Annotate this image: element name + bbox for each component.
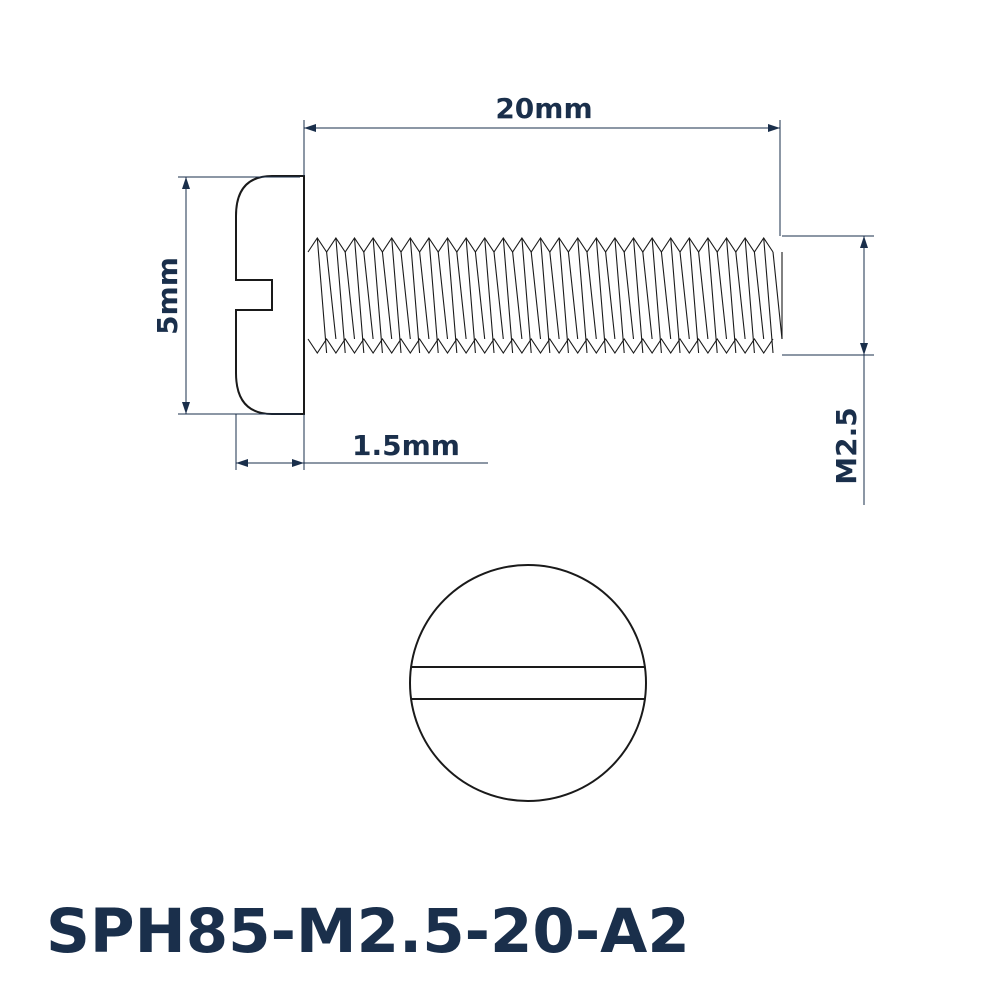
head-diameter-label: 5mm [151,257,184,335]
thread-root-line [474,251,486,340]
thread-crest-line [446,237,458,354]
screw-head-outline [235,175,305,415]
thread-root-line [419,251,430,340]
thread-root-line [605,251,616,340]
thread-root-line [642,251,653,340]
head-diameter-arrow-top [182,177,190,189]
thread-crest-line [484,237,495,354]
thread-size-dimension: M2.5 [782,235,874,505]
length-arrow-left [304,124,316,132]
threaded-shank [303,236,783,355]
head-height-arrow-right [292,459,304,467]
thread-root-line [698,251,709,340]
thread-crest-line [391,237,402,354]
thread-crest-line [688,237,700,354]
head-height-arrow-left [236,459,248,467]
head-diameter-arrow-bottom [182,402,190,414]
thread-crest-line [353,237,365,354]
thread-crest-line [502,237,514,354]
length-label: 20mm [495,92,592,125]
thread-crest-line [316,237,328,354]
thread-root-line [326,251,337,340]
thread-crest-line [670,237,681,354]
head-top-circle [409,564,647,802]
thread-crest-line [725,237,737,354]
thread-root-line [586,251,597,340]
thread-root-line [753,251,765,340]
head-diameter-dimension: 5mm [151,176,300,415]
thread-root-line [512,251,523,340]
thread-crest-line [521,237,532,354]
thread-crest-line [335,237,346,354]
thread-crest-line [632,237,644,354]
thread-crest-line [558,237,569,354]
thread-root-line [660,251,672,340]
thread-crest-line [409,237,421,354]
thread-root-line [344,251,356,340]
thread-root-line [493,251,504,340]
thread-root-line [567,251,579,340]
thread-crest-line [651,237,662,354]
thread-size-arrow-top [860,236,868,248]
thread-crest-line [707,237,718,354]
head-height-dimension: 1.5mm [235,414,488,470]
thread-root-line [381,251,393,340]
part-code: SPH85-M2.5-20-A2 [46,896,690,967]
thread-crest-line [465,237,476,354]
length-arrow-right [768,124,780,132]
head-height-label: 1.5mm [352,429,460,462]
thread-root-line [623,251,635,340]
thread-root-line [716,251,728,340]
length-dimension: 20mm [303,92,781,236]
thread-root-line [400,251,411,340]
thread-crest-line [614,237,625,354]
thread-bottom-profile [307,338,774,354]
thread-root-line [772,251,783,340]
thread-root-line [363,251,374,340]
thread-crest-line [577,237,588,354]
thread-size-label: M2.5 [830,407,863,484]
screw-head-top-view [409,564,647,802]
thread-crest-line [763,237,774,354]
thread-crest-line [744,237,755,354]
thread-root-line [456,251,467,340]
thread-crest-line [428,237,439,354]
thread-root-line [735,251,746,340]
thread-crest-line [595,237,607,354]
thread-root-line [679,251,690,340]
thread-size-arrow-bottom [860,343,868,355]
thread-crest-line [372,237,383,354]
thread-crest-line [539,237,551,354]
screw-head-side-view [235,175,305,415]
thread-root-line [437,251,449,340]
thread-root-line [549,251,560,340]
thread-root-line [530,251,542,340]
